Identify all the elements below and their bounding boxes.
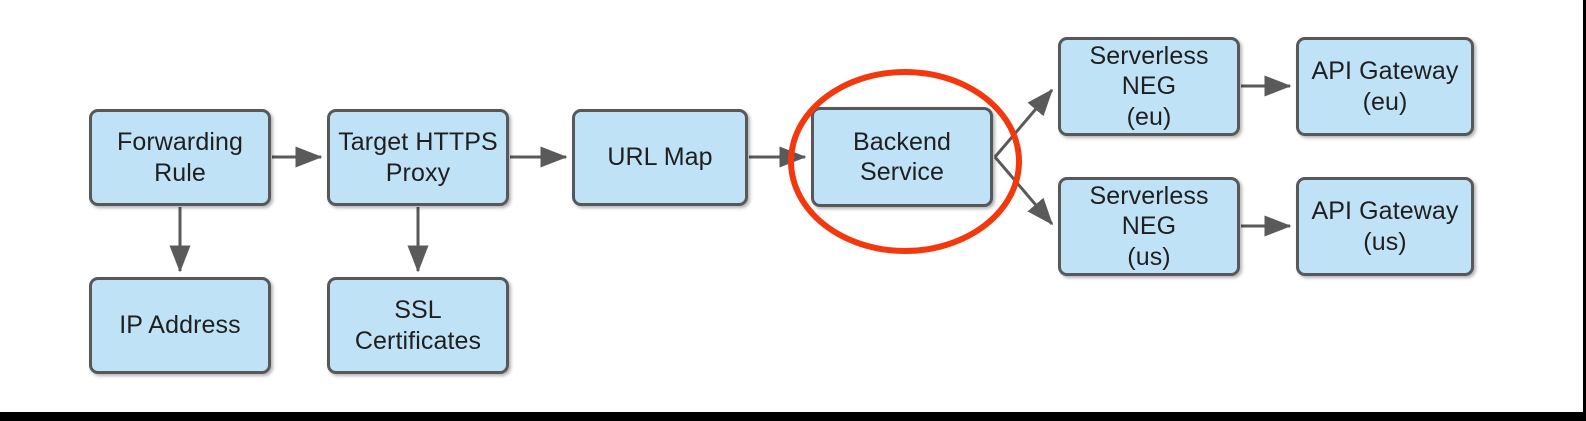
node-label: Forwarding Rule	[116, 128, 244, 187]
node-label: Backend Service	[853, 127, 951, 187]
node-ssl-certificates[interactable]: SSL Certificates	[327, 277, 509, 374]
node-ip-address[interactable]: IP Address	[89, 277, 271, 374]
node-label: API Gateway (eu)	[1311, 57, 1459, 116]
node-label: IP Address	[119, 311, 241, 340]
node-label: Serverless NEG (eu)	[1089, 41, 1209, 131]
node-target-https-proxy[interactable]: Target HTTPS Proxy	[327, 109, 509, 206]
node-label: API Gateway (us)	[1311, 197, 1459, 256]
edge-backend-service-to-serverless-neg-eu	[993, 88, 1054, 158]
node-serverless-neg-us[interactable]: Serverless NEG (us)	[1058, 177, 1240, 276]
node-label: SSL Certificates	[354, 296, 482, 355]
edge-backend-service-to-serverless-neg-us	[993, 156, 1054, 226]
node-api-gateway-us[interactable]: API Gateway (us)	[1296, 177, 1474, 276]
node-api-gateway-eu[interactable]: API Gateway (eu)	[1296, 37, 1474, 136]
node-backend-service[interactable]: Backend Service	[811, 107, 993, 207]
node-label: Target HTTPS Proxy	[338, 128, 498, 187]
node-label: Serverless NEG (us)	[1089, 181, 1209, 271]
frame-bottom-bar	[0, 412, 1586, 421]
frame-right-bar	[1583, 0, 1586, 421]
node-forwarding-rule[interactable]: Forwarding Rule	[89, 109, 271, 206]
node-serverless-neg-eu[interactable]: Serverless NEG (eu)	[1058, 37, 1240, 136]
node-label: URL Map	[607, 143, 713, 172]
node-url-map[interactable]: URL Map	[572, 109, 748, 206]
